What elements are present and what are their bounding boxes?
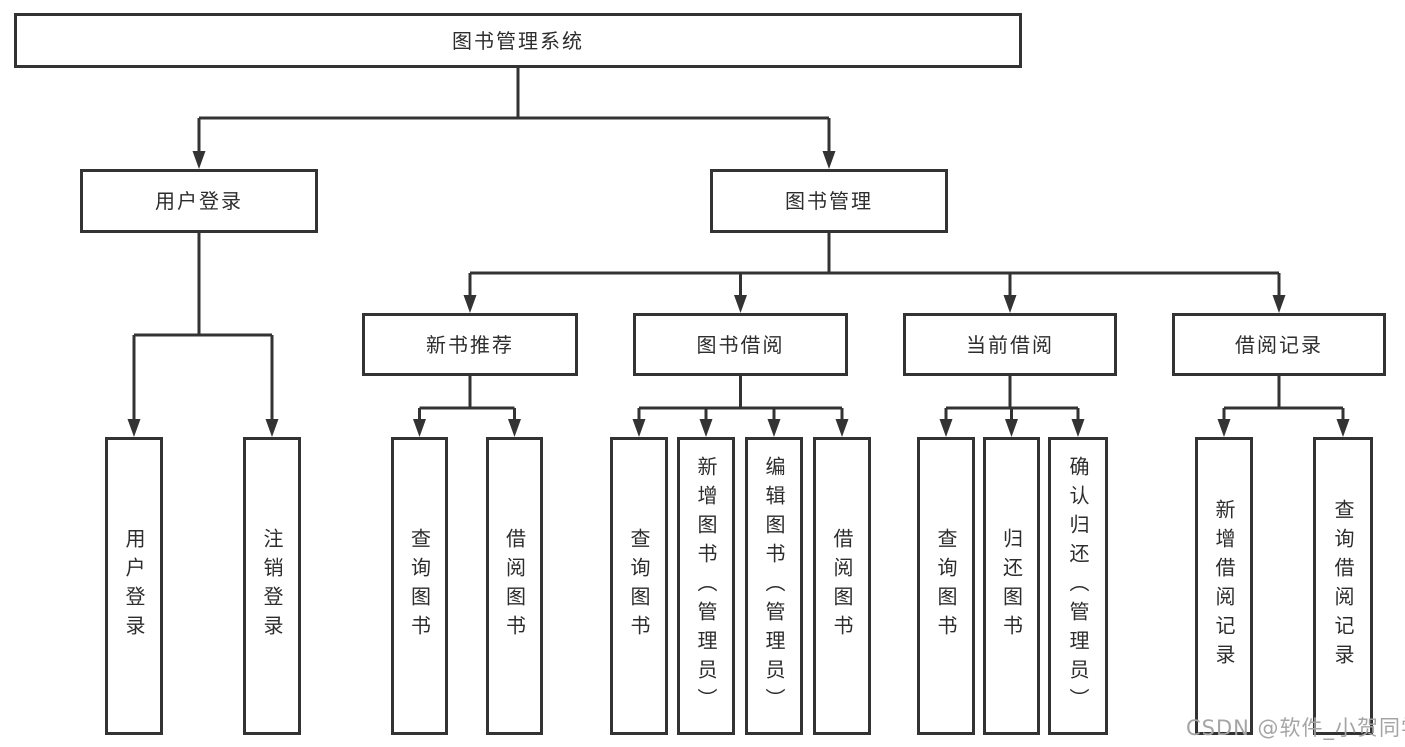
- node-bb-query: 查询图书: [610, 437, 668, 735]
- node-label: 查询图书: [407, 528, 432, 644]
- node-cb-confirm: 确认归还（管理员）: [1048, 437, 1108, 735]
- node-current-borrow: 当前借阅: [903, 313, 1117, 376]
- node-label: 用户登录: [122, 528, 146, 644]
- node-label: 归还图书: [999, 528, 1024, 644]
- node-label: 图书管理: [785, 189, 873, 213]
- node-label: 图书借阅: [696, 332, 785, 357]
- node-bb-edit: 编辑图书（管理员）: [745, 437, 803, 735]
- node-book-manage: 图书管理: [710, 169, 948, 233]
- node-nb-borrow: 借阅图书: [486, 437, 543, 735]
- node-nb-query: 查询图书: [391, 437, 448, 735]
- node-label: 确认归还（管理员）: [1066, 455, 1090, 717]
- node-cb-query: 查询图书: [917, 437, 975, 735]
- node-book-borrow: 图书借阅: [633, 313, 848, 376]
- node-label: 查询借阅记录: [1331, 499, 1355, 673]
- node-label: 图书管理系统: [452, 28, 584, 53]
- node-leaf-user-login: 用户登录: [105, 437, 163, 735]
- node-label: 借阅图书: [830, 528, 854, 644]
- node-label: 查询图书: [934, 528, 958, 644]
- node-label: 注销登录: [260, 528, 284, 644]
- node-label: 查询图书: [627, 528, 651, 644]
- node-label: 借阅记录: [1235, 332, 1323, 357]
- node-user-login: 用户登录: [80, 169, 318, 233]
- node-bb-borrow: 借阅图书: [813, 437, 871, 735]
- node-label: 新增借阅记录: [1212, 499, 1236, 673]
- node-br-query: 查询借阅记录: [1313, 437, 1373, 735]
- node-root: 图书管理系统: [14, 13, 1022, 68]
- node-label: 编辑图书（管理员）: [762, 455, 786, 717]
- node-br-add: 新增借阅记录: [1195, 437, 1253, 735]
- watermark-text: CSDN @软件_小贺同学: [1186, 716, 1405, 740]
- node-label: 用户登录: [155, 189, 243, 213]
- connector-lines: [132, 68, 1345, 421]
- node-label: 新增图书（管理员）: [694, 455, 718, 717]
- node-label: 当前借阅: [966, 332, 1054, 357]
- node-label: 借阅图书: [502, 528, 527, 644]
- node-label: 新书推荐: [426, 332, 514, 357]
- node-borrow-record: 借阅记录: [1172, 313, 1386, 376]
- node-leaf-logout: 注销登录: [243, 437, 301, 735]
- node-bb-add: 新增图书（管理员）: [677, 437, 735, 735]
- node-new-book: 新书推荐: [362, 313, 578, 376]
- node-cb-return: 归还图书: [983, 437, 1040, 735]
